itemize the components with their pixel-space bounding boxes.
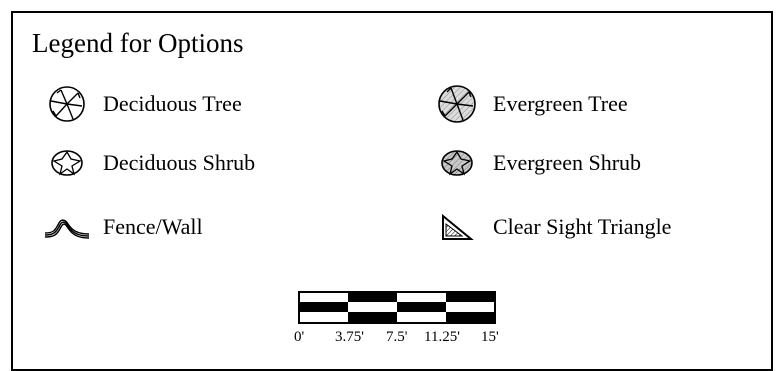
scale-tick: 11.25' xyxy=(424,329,460,345)
scale-tick: 15' xyxy=(481,329,499,345)
scale-tick: 3.75' xyxy=(335,329,364,345)
evergreen-tree-icon xyxy=(431,84,483,124)
legend-item-label: Clear Sight Triangle xyxy=(493,214,672,239)
legend-item-deciduous-tree: Deciduous Tree xyxy=(41,84,242,124)
legend-item-evergreen-tree: Evergreen Tree xyxy=(431,84,628,124)
deciduous-tree-icon xyxy=(41,84,93,124)
scale-tick: 7.5' xyxy=(386,329,408,345)
legend-item-label: Deciduous Shrub xyxy=(103,150,256,175)
legend-item-label: Deciduous Tree xyxy=(103,91,242,116)
scale-bar: 0' 3.75' 7.5' 11.25' 15' xyxy=(294,291,508,351)
legend-item-deciduous-shrub: Deciduous Shrub xyxy=(41,143,255,183)
clear-sight-triangle-icon xyxy=(431,207,483,247)
scale-bar-graphic xyxy=(298,291,496,324)
legend-panel: Legend for Options Deciduous Tree xyxy=(11,11,773,371)
fence-wall-icon xyxy=(41,207,93,247)
legend-item-label: Fence/Wall xyxy=(103,214,203,239)
legend-item-clear-sight-triangle: Clear Sight Triangle xyxy=(431,207,671,247)
legend-item-evergreen-shrub: Evergreen Shrub xyxy=(431,143,641,183)
deciduous-shrub-icon xyxy=(41,143,93,183)
legend-title: Legend for Options xyxy=(32,28,244,58)
scale-tick: 0' xyxy=(294,329,305,345)
legend-item-fence-wall: Fence/Wall xyxy=(41,207,203,247)
legend-item-label: Evergreen Shrub xyxy=(493,150,642,175)
legend-item-label: Evergreen Tree xyxy=(493,91,628,116)
evergreen-shrub-icon xyxy=(431,143,483,183)
